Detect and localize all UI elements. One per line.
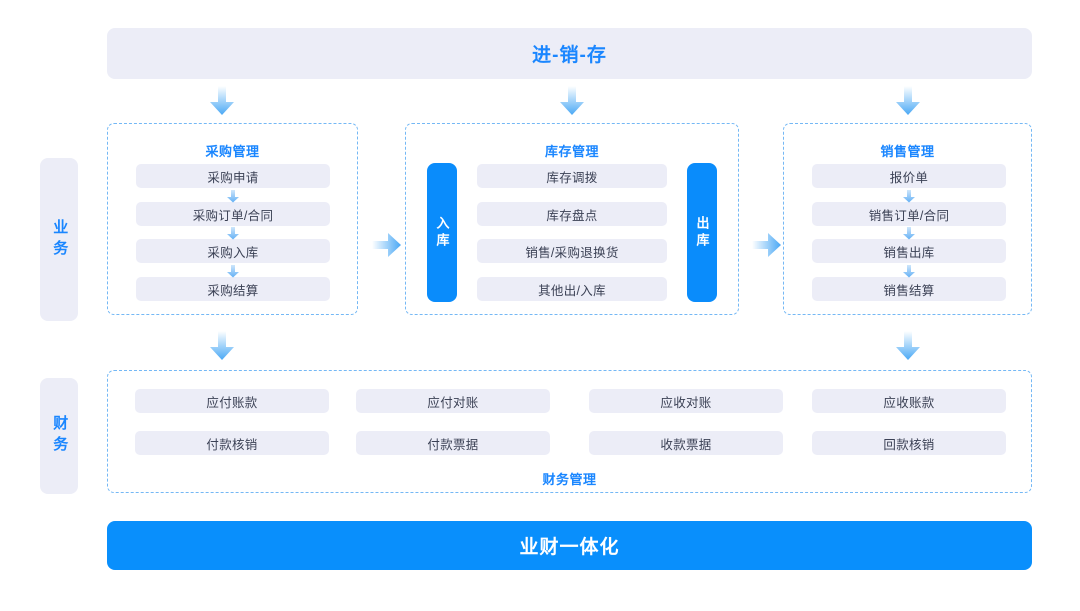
- group-finance-title: 财务管理: [542, 472, 597, 487]
- chip-sales-3[interactable]: 销售结算: [812, 277, 1006, 301]
- pill-inbound-label: 入库: [434, 215, 450, 250]
- group-inventory: 库存管理: [405, 123, 739, 315]
- chip-sales-0[interactable]: 报价单: [812, 164, 1006, 188]
- rail-finance: 财务: [40, 378, 78, 494]
- chip-inventory-1[interactable]: 库存盘点: [477, 202, 667, 226]
- chip-finance-r1-2[interactable]: 应收对账: [589, 389, 783, 413]
- chip-inventory-0[interactable]: 库存调拨: [477, 164, 667, 188]
- group-inventory-title: 库存管理: [544, 144, 599, 159]
- top-banner-label: 进-销-存: [532, 45, 607, 66]
- chip-finance-r2-1[interactable]: 付款票据: [356, 431, 550, 455]
- chip-purchase-0[interactable]: 采购申请: [136, 164, 330, 188]
- chip-inventory-3[interactable]: 其他出/入库: [477, 277, 667, 301]
- pill-inbound[interactable]: 入库: [427, 163, 457, 302]
- chip-purchase-3[interactable]: 采购结算: [136, 277, 330, 301]
- arrow-down-purchase-to-finance: [209, 331, 235, 361]
- arrow-small-sales-2: [902, 265, 916, 278]
- arrow-small-purchase-2: [226, 265, 240, 278]
- bottom-banner: 业财一体化: [107, 521, 1032, 570]
- chip-finance-r1-1[interactable]: 应付对账: [356, 389, 550, 413]
- chip-purchase-1[interactable]: 采购订单/合同: [136, 202, 330, 226]
- rail-business-label: 业务: [51, 218, 69, 261]
- rail-finance-label: 财务: [51, 415, 69, 457]
- arrow-right-inventory-to-sales: [752, 232, 782, 258]
- arrow-down-to-sales: [895, 86, 921, 116]
- chip-finance-r2-2[interactable]: 收款票据: [589, 431, 783, 455]
- arrow-small-sales-0: [902, 190, 916, 203]
- chip-sales-2[interactable]: 销售出库: [812, 239, 1006, 263]
- arrow-small-purchase-1: [226, 227, 240, 240]
- arrow-small-purchase-0: [226, 190, 240, 203]
- group-sales-title: 销售管理: [880, 144, 935, 159]
- chip-finance-r1-0[interactable]: 应付账款: [135, 389, 329, 413]
- chip-purchase-2[interactable]: 采购入库: [136, 239, 330, 263]
- arrow-small-sales-1: [902, 227, 916, 240]
- arrow-down-to-inventory: [559, 86, 585, 116]
- pill-outbound[interactable]: 出库: [687, 163, 717, 302]
- bottom-banner-label: 业财一体化: [519, 537, 620, 558]
- chip-finance-r1-3[interactable]: 应收账款: [812, 389, 1006, 413]
- pill-outbound-label: 出库: [694, 215, 710, 250]
- top-banner: 进-销-存: [107, 28, 1032, 79]
- arrow-down-sales-to-finance: [895, 331, 921, 361]
- group-finance: 财务管理: [107, 370, 1032, 493]
- group-purchase: 采购管理: [107, 123, 358, 315]
- chip-finance-r2-3[interactable]: 回款核销: [812, 431, 1006, 455]
- chip-finance-r2-0[interactable]: 付款核销: [135, 431, 329, 455]
- chip-sales-1[interactable]: 销售订单/合同: [812, 202, 1006, 226]
- group-purchase-title: 采购管理: [205, 144, 260, 159]
- chip-inventory-2[interactable]: 销售/采购退换货: [477, 239, 667, 263]
- arrow-right-purchase-to-inventory: [372, 232, 402, 258]
- rail-business: 业务: [40, 158, 78, 321]
- group-sales: 销售管理: [783, 123, 1032, 315]
- arrow-down-to-purchase: [209, 86, 235, 116]
